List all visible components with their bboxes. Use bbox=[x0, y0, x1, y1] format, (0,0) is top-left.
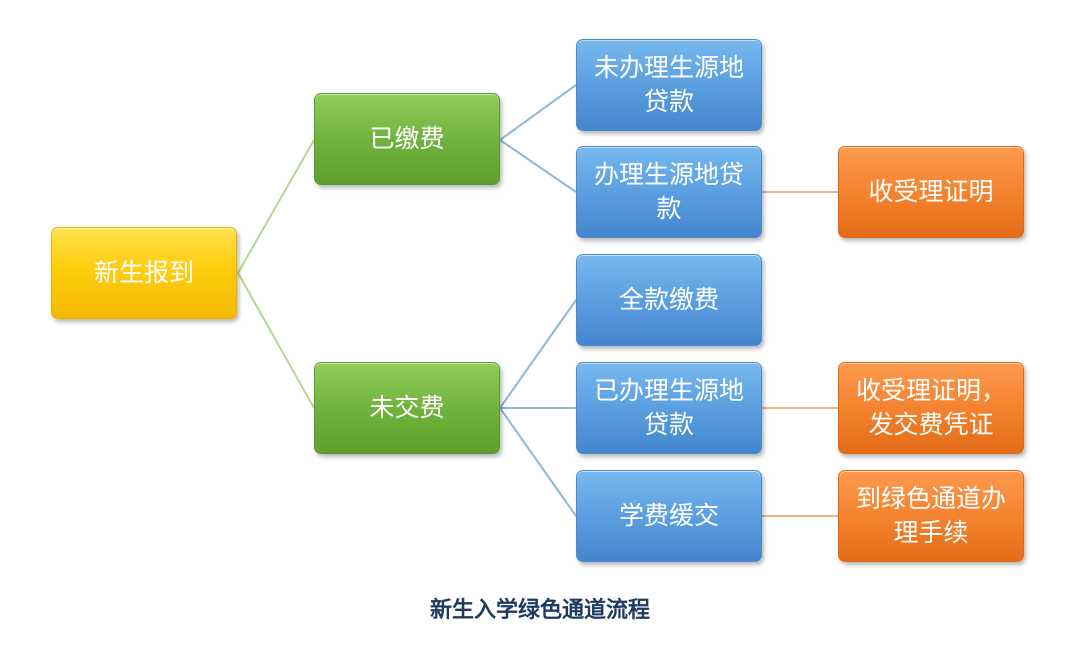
node-no-loan: 未办理生源地贷款 bbox=[576, 39, 762, 131]
node-has-loan: 已办理生源地贷款 bbox=[576, 362, 762, 454]
node-label: 未办理生源地贷款 bbox=[594, 53, 745, 116]
diagram-caption: 新生入学绿色通道流程 bbox=[429, 598, 650, 623]
connector-paid-loan bbox=[499, 139, 577, 193]
node-deferred-tuition: 学费缓交 bbox=[576, 470, 762, 562]
node-receipt-and-voucher: 收受理证明，发交费凭证 bbox=[838, 362, 1024, 454]
node-label: 已缴费 bbox=[369, 124, 445, 153]
node-paid: 已缴费 bbox=[314, 93, 500, 185]
node-label: 收受理证明 bbox=[868, 177, 994, 206]
connector-unpaid-full bbox=[499, 299, 577, 409]
connector-unpaid-deferred bbox=[499, 407, 577, 517]
node-label: 学费缓交 bbox=[618, 501, 719, 530]
node-label: 办理生源地贷款 bbox=[593, 160, 744, 223]
node-loan: 办理生源地贷款 bbox=[576, 146, 762, 238]
node-label: 已办理生源地贷款 bbox=[593, 376, 744, 439]
node-full-payment: 全款缴费 bbox=[576, 254, 762, 346]
node-unpaid: 未交费 bbox=[314, 362, 500, 454]
node-loan-receipt: 收受理证明 bbox=[838, 146, 1024, 238]
node-new-student-report: 新生报到 bbox=[51, 227, 237, 319]
node-label: 收受理证明，发交费凭证 bbox=[855, 376, 1006, 439]
node-green-channel: 到绿色通道办理手续 bbox=[838, 470, 1024, 562]
node-label: 到绿色通道办理手续 bbox=[855, 484, 1006, 547]
node-label: 新生报到 bbox=[93, 258, 194, 287]
node-label: 全款缴费 bbox=[618, 285, 719, 314]
connector-root-paid bbox=[237, 139, 315, 274]
node-label: 未交费 bbox=[369, 393, 445, 422]
connector-root-unpaid bbox=[237, 272, 315, 409]
connector-paid-no-loan bbox=[499, 84, 577, 141]
